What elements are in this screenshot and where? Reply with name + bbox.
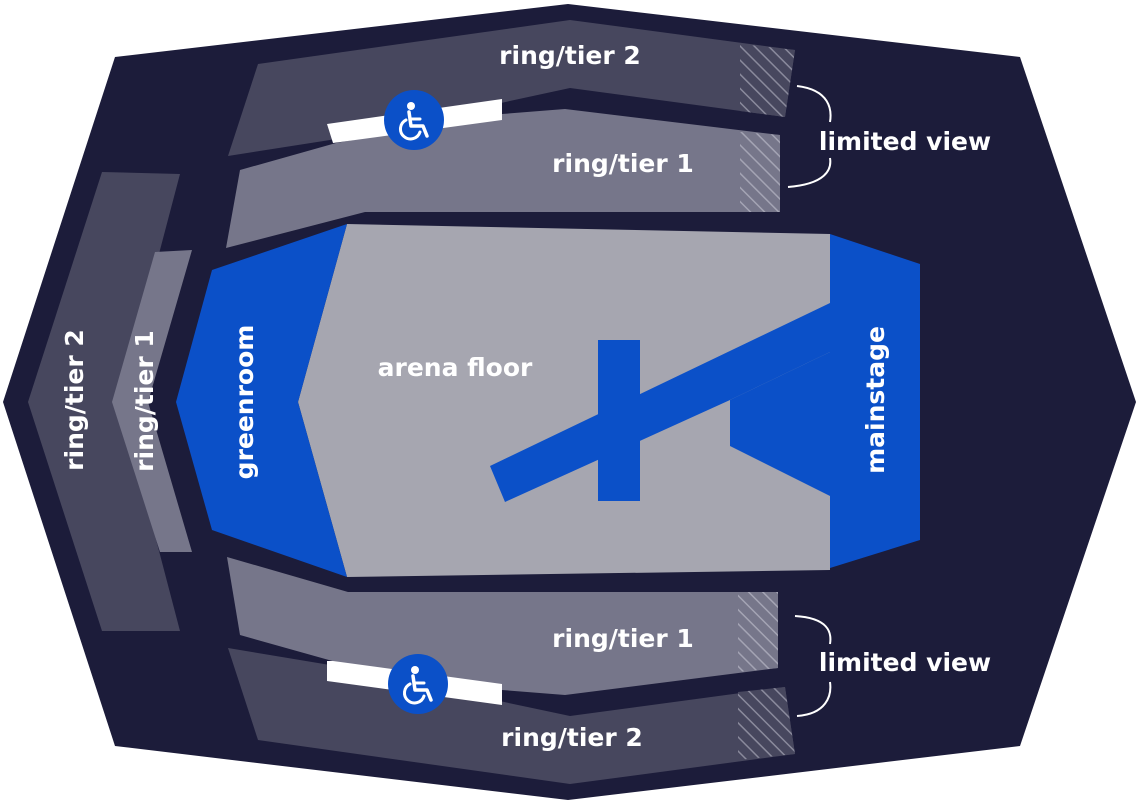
greenroom[interactable]	[176, 224, 347, 577]
limited-view-hatch-bottom-tier-1	[738, 592, 778, 672]
label-greenroom: greenroom	[230, 325, 259, 480]
label-left-ring-tier-1: ring/tier 1	[130, 330, 159, 472]
label-bottom-ring-tier-2: ring/tier 2	[501, 723, 643, 752]
label-top-ring-tier-1: ring/tier 1	[552, 149, 694, 178]
label-arena-floor: arena floor	[378, 353, 533, 382]
label-bottom-ring-tier-1: ring/tier 1	[552, 624, 694, 653]
section-left-ring-tier-2[interactable]	[28, 172, 180, 631]
label-left-ring-tier-2: ring/tier 2	[60, 329, 89, 471]
mainstage[interactable]	[730, 234, 920, 568]
limited-view-bracket-bottom	[794, 615, 832, 717]
section-top-ring-tier-1[interactable]	[226, 109, 780, 248]
section-left-ring-tier-1[interactable]	[112, 250, 192, 552]
runway-vertical[interactable]	[598, 340, 640, 501]
runway-diagonal[interactable]	[490, 303, 830, 502]
label-top-ring-tier-2: ring/tier 2	[499, 41, 641, 70]
limited-view-hatch-top-tier-1	[740, 132, 780, 212]
arena-floor[interactable]	[298, 224, 830, 577]
label-limited-view-bottom: limited view	[819, 648, 991, 677]
limited-view-hatch-top-tier-2	[740, 44, 795, 117]
limited-view-hatch-bottom-tier-2	[738, 687, 795, 760]
limited-view-bracket-top	[787, 85, 832, 188]
section-bottom-ring-tier-1[interactable]	[227, 557, 778, 695]
wheelchair-icon	[384, 90, 444, 150]
label-limited-view-top: limited view	[819, 127, 991, 156]
label-mainstage: mainstage	[861, 326, 890, 474]
wheelchair-icon	[388, 654, 448, 714]
